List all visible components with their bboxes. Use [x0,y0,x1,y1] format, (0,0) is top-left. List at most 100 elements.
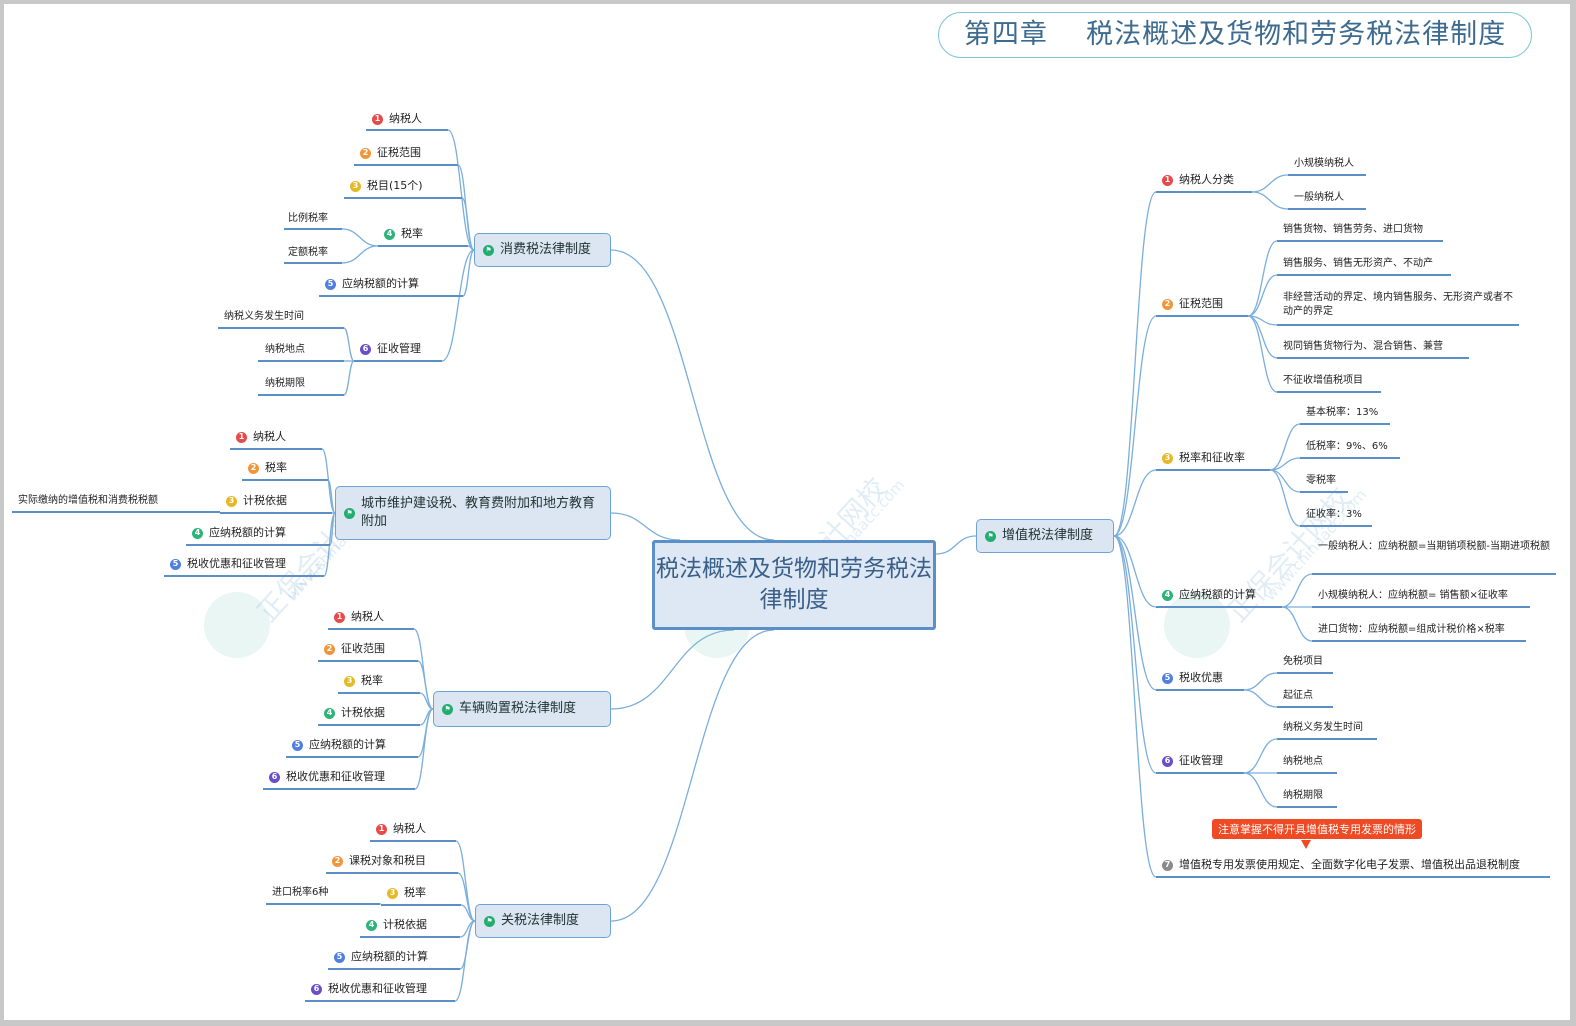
connector-line [457,872,476,922]
connector-line [343,360,355,396]
vat-taxpayer-child[interactable]: 小规模纳税人 [1294,157,1354,171]
vat-scope-child[interactable]: 销售服务、销售无形资产、不动产 [1283,257,1433,271]
underline [266,903,380,905]
chapter-title: 第四章 税法概述及货物和劳务税法律制度 [938,12,1532,58]
number-4-icon: 4 [1162,589,1173,601]
connector-line [1251,191,1289,210]
flag-icon: ⚑ [442,703,453,715]
vat-calc-child[interactable]: 小规模纳税人：应纳税额= 销售额×征收率 [1318,589,1508,603]
mgmt-child[interactable]: 纳税义务发生时间 [224,310,304,324]
mgmt-child[interactable]: 纳税期限 [265,377,305,391]
underline [370,840,456,842]
urban-basis-child[interactable]: 实际缴纳的增值税和消费税税额 [18,494,158,508]
branch-vat[interactable]: ⚑增值税法律制度 [976,519,1114,553]
vat-mgmt-child[interactable]: 纳税地点 [1283,755,1323,769]
vat-pref-child[interactable]: 免税项目 [1283,655,1323,669]
vat-scope-child[interactable]: 销售货物、销售劳务、进口货物 [1283,223,1423,237]
vat-rate-child[interactable]: 征收率：3% [1306,508,1362,522]
vat-rate-child[interactable]: 低税率：9%、6% [1306,440,1388,454]
underline [1300,423,1390,425]
vat-scope-child[interactable]: 不征收增值税项目 [1283,374,1363,388]
connector-line [1113,535,1157,608]
node-label: 基本税率：13% [1306,407,1379,418]
node-label: 小规模纳税人：应纳税额= 销售额×征收率 [1318,590,1508,601]
branch-label: 关税法律制度 [501,913,580,928]
vat-rate-child[interactable]: 零税率 [1306,474,1336,488]
rate-child[interactable]: 比例税率 [288,212,328,226]
branch-consumption-tax[interactable]: ⚑消费税法律制度 [474,233,611,267]
vat-calc-child[interactable]: 一般纳税人：应纳税额=当期销项税额-当期进项税额 [1318,540,1554,554]
number-1-icon: 1 [372,113,383,125]
number-1-icon: 1 [236,431,247,443]
number-6-icon: 6 [269,771,280,783]
number-1-icon: 1 [376,823,387,835]
node-label: 低税率：9%、6% [1306,441,1388,452]
vat-scope-child[interactable]: 非经营活动的界定、境内销售服务、无形资产或者不动产的界定 [1283,291,1519,319]
underline [1288,174,1366,176]
connector-line [1247,274,1278,317]
mgmt-child[interactable]: 纳税地点 [265,343,305,357]
central-topic[interactable]: 税法概述及货物和劳务税法律制度 [652,540,936,630]
vat-taxpayer-child[interactable]: 一般纳税人 [1294,191,1344,205]
node-label: 征收率：3% [1306,509,1362,520]
connector-line [1247,315,1278,393]
underline [1312,640,1526,642]
branch-vehicle-purchase-tax[interactable]: ⚑车辆购置税法律制度 [433,691,611,727]
connector-line [610,249,775,541]
vat-pref-child[interactable]: 起征点 [1283,689,1313,703]
vat-mgmt-child[interactable]: 纳税义务发生时间 [1283,721,1363,735]
connector-line [1113,535,1157,774]
connector-line [1113,535,1157,691]
flag-icon: ⚑ [484,915,495,927]
node-label: 纳税人分类 [1179,173,1234,186]
branch-customs-duty[interactable]: ⚑ 关税法律制度 [475,904,611,938]
vat-scope-child[interactable]: 视同销售货物行为、混合销售、兼营 [1283,340,1443,354]
vat-mgmt-child[interactable]: 纳税期限 [1283,789,1323,803]
connector-line [1243,689,1278,708]
underline [326,872,458,874]
branch-urban-construction-tax[interactable]: ⚑城市维护建设税、教育费附加和地方教育附加 [335,486,611,540]
branch-label: 增值税法律制度 [1002,528,1094,543]
number-5-icon: 5 [1162,672,1173,684]
connector-line [454,920,476,1002]
vat-calc-child[interactable]: 进口货物：应纳税额=组成计税价格×税率 [1318,623,1505,637]
number-2-icon: 2 [324,643,335,655]
connector-line [1113,315,1157,537]
customs-rate-child[interactable]: 进口税率6种 [272,886,328,900]
node-label: 税率 [361,674,383,687]
underline [258,394,344,396]
underline [354,164,458,166]
rate-child[interactable]: 定额税率 [288,246,328,260]
vat-rate-child[interactable]: 基本税率：13% [1306,406,1378,420]
